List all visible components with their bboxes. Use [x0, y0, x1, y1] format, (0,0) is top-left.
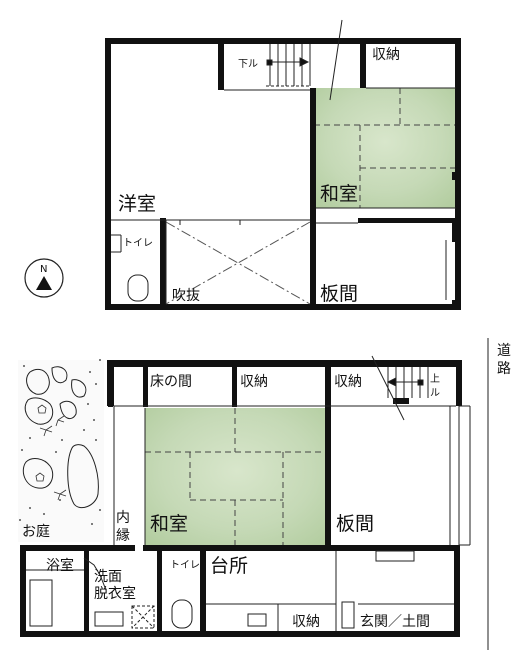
- lower-entrance-label: 玄関／土間: [360, 613, 430, 630]
- upper-tatami-lines: [314, 88, 456, 208]
- lower-storage-3-label: 収納: [292, 614, 320, 630]
- lower-storage-2-label: 収納: [334, 374, 362, 390]
- upper-floor-plan: 洋室 トイレ 吹抜 収納 和室 板間 下ル: [105, 19, 461, 310]
- upper-toilet-label: トイレ: [123, 238, 153, 249]
- compass-arrow-icon: [36, 276, 52, 290]
- road-label-2: 路: [497, 361, 511, 377]
- lower-washroom-label-2: 脱衣室: [94, 585, 136, 602]
- upper-walls: [105, 38, 461, 310]
- lower-garden-label: お庭: [22, 523, 50, 540]
- lower-veranda-label-2: 縁: [116, 528, 130, 544]
- lower-veranda-label-1: 内: [116, 510, 130, 526]
- upper-stairs-label: 下ル: [238, 59, 258, 70]
- lower-washroom-label-1: 洗面: [94, 569, 122, 585]
- lower-storage-1-label: 収納: [240, 374, 268, 390]
- lower-stairs-label-2: ル: [430, 388, 440, 399]
- lower-bath-label: 浴室: [46, 557, 74, 574]
- lower-tatami-area: [145, 408, 329, 548]
- upper-atrium-cross: [165, 221, 311, 305]
- compass: N: [24, 258, 64, 298]
- lower-stairs: [371, 355, 429, 421]
- lower-tatami-lines: [145, 408, 329, 548]
- upper-board-room-label: 板間: [320, 283, 358, 305]
- lower-toilet-label: トイレ: [170, 560, 200, 571]
- lower-board-room-label: 板間: [336, 513, 374, 535]
- compass-north-label: N: [40, 264, 47, 275]
- upper-atrium-label: 吹抜: [172, 288, 200, 304]
- road-label-1: 道: [497, 343, 511, 359]
- garden-plants-icon: [35, 404, 67, 501]
- lower-kitchen-label: 台所: [210, 555, 248, 577]
- upper-thin-lines: [111, 87, 456, 304]
- lower-walls: [20, 360, 462, 637]
- lower-japanese-room-label: 和室: [150, 513, 188, 535]
- upper-japanese-room-label: 和室: [320, 183, 358, 205]
- upper-storage-label: 収納: [372, 47, 400, 63]
- upper-tatami-area: [314, 88, 456, 208]
- upper-stairs: [266, 19, 343, 101]
- lower-alcove-label: 床の間: [150, 374, 192, 390]
- upper-western-room-label: 洋室: [118, 193, 156, 215]
- lower-floor-plan: 道 路: [18, 338, 511, 650]
- garden-rocks: [22, 366, 99, 509]
- garden-dots: [19, 359, 101, 525]
- lower-stairs-label-1: 上: [430, 373, 440, 385]
- garden-area: [18, 359, 104, 542]
- lower-thin-lines: [26, 405, 471, 631]
